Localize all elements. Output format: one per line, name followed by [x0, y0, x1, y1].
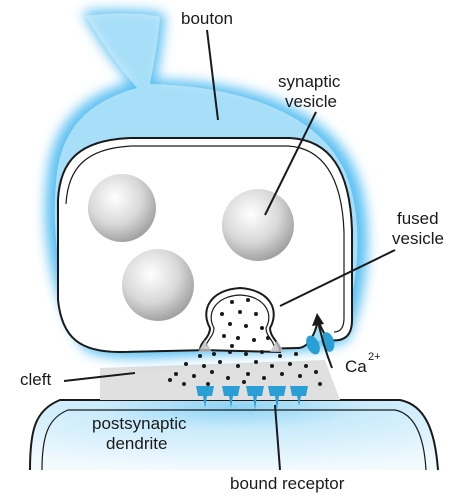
neurotransmitter-dot: [230, 344, 234, 348]
neurotransmitter-dot: [184, 362, 188, 366]
synaptic-vesicles: [88, 174, 294, 321]
neurotransmitter-dot: [168, 378, 172, 382]
neurotransmitter-dot: [202, 364, 206, 368]
neurotransmitter-dot: [252, 338, 256, 342]
label-bouton: bouton: [181, 9, 233, 28]
postsynaptic-dendrite: [29, 399, 439, 471]
receptor: [222, 386, 240, 408]
bouton-leader: [206, 29, 219, 121]
cleft-leader: [63, 372, 136, 382]
label-cleft: cleft: [20, 370, 51, 389]
receptor: [196, 386, 214, 408]
neurotransmitter-dot: [192, 374, 196, 378]
neurotransmitter-dot: [236, 336, 240, 340]
neurotransmitter-dot: [318, 382, 322, 386]
neurotransmitter-dot: [294, 352, 298, 356]
neurotransmitter-dot: [246, 298, 250, 302]
neurotransmitter-dot: [226, 376, 230, 380]
neurotransmitter-dot: [228, 350, 232, 354]
neurotransmitter-dot: [304, 364, 308, 368]
neurotransmitter-dot: [182, 382, 186, 386]
label-calcium: Ca: [345, 357, 367, 376]
neurotransmitter-dot: [280, 372, 284, 376]
neurotransmitter-dot: [260, 350, 264, 354]
neurotransmitter-dot: [298, 374, 302, 378]
receptor: [290, 386, 308, 406]
calcium-channel: [306, 335, 320, 355]
neurotransmitter-dot: [174, 372, 178, 376]
label-fused-vesicle-1: fused: [397, 209, 439, 228]
neurotransmitter-dot: [206, 382, 210, 386]
neurotransmitter-dot: [244, 324, 248, 328]
fused-vesicle: [198, 286, 284, 354]
label-bound-receptor: bound receptor: [230, 474, 345, 493]
neurotransmitter-dot: [210, 370, 214, 374]
synaptic-vesicle: [88, 174, 156, 242]
neurotransmitter-dot: [220, 312, 224, 316]
neurotransmitter-dot: [314, 370, 318, 374]
label-calcium-charge: 2+: [368, 351, 381, 363]
label-synaptic-vesicle-1: synaptic: [278, 72, 341, 91]
receptor: [268, 386, 286, 410]
neurotransmitter-dot: [198, 354, 202, 358]
curved-arrow-icon: [312, 313, 333, 369]
neurotransmitter-dot: [228, 322, 232, 326]
neurotransmitter-dot: [278, 354, 282, 358]
neurotransmitter-dot: [270, 364, 274, 368]
neurotransmitter-dot: [244, 352, 248, 356]
neurotransmitter-dot: [254, 360, 258, 364]
neurotransmitter-dots: [168, 298, 322, 386]
synaptic-vesicle: [222, 189, 294, 261]
neurotransmitter-dot: [262, 376, 266, 380]
fused-vesicle-leader: [279, 249, 396, 307]
neurotransmitter-dot: [238, 310, 242, 314]
neurotransmitter-dot: [212, 352, 216, 356]
neurotransmitter-dot: [236, 364, 240, 368]
synaptic-vesicle: [122, 249, 194, 321]
label-synaptic-vesicle-2: vesicle: [285, 92, 337, 111]
receptors: [196, 386, 308, 410]
bound-receptor-leader: [274, 404, 281, 471]
label-fused-vesicle-2: vesicle: [392, 229, 444, 248]
neurotransmitter-dot: [246, 372, 250, 376]
neurotransmitter-dot: [218, 360, 222, 364]
neurotransmitter-dot: [254, 312, 258, 316]
neurotransmitter-dot: [222, 334, 226, 338]
receptor: [246, 386, 264, 410]
label-postsynaptic-2: dendrite: [106, 434, 167, 453]
neurotransmitter-dot: [242, 380, 246, 384]
neurotransmitter-dot: [288, 362, 292, 366]
neurotransmitter-dot: [230, 300, 234, 304]
synaptic-vesicle-leader: [264, 111, 317, 216]
neurotransmitter-dot: [260, 326, 264, 330]
bouton: [45, 9, 368, 359]
neurotransmitter-dot: [266, 336, 270, 340]
label-postsynaptic-1: postsynaptic: [92, 414, 187, 433]
